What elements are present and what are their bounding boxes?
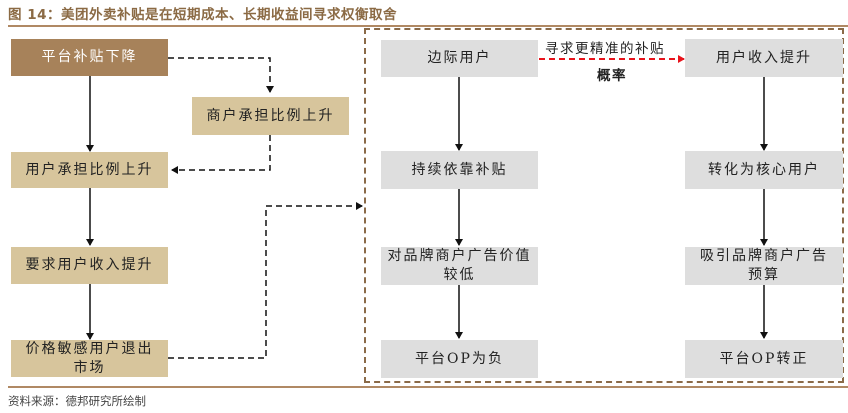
outcome-region	[364, 28, 844, 383]
bottom-rule	[8, 386, 848, 388]
arrow-subsidy-to-merchant	[168, 57, 274, 93]
arrow-label-precise-subsidy: 寻求更精准的补贴	[545, 41, 665, 57]
node-label: 要求用户收入提升	[25, 257, 154, 273]
node-low-ad-value: 对品牌商户广告价值较低	[381, 247, 538, 285]
arrow-label-probability: 概率	[597, 68, 627, 84]
node-label: 平台OP为负	[415, 350, 504, 367]
node-label: 平台补贴下降	[41, 49, 138, 65]
node-label: 对品牌商户广告价值较低	[387, 248, 532, 283]
node-platform-subsidy-down: 平台补贴下降	[11, 39, 168, 76]
node-label: 商户承担比例上升	[206, 107, 335, 124]
node-label: 平台OP转正	[719, 350, 809, 367]
node-label: 持续依靠补贴	[411, 161, 508, 178]
node-op-positive: 平台OP转正	[685, 340, 843, 378]
node-user-income-required: 要求用户收入提升	[11, 247, 168, 284]
top-rule	[8, 25, 848, 27]
node-label: 吸引品牌商户广告预算	[700, 248, 828, 283]
node-label: 边际用户	[427, 50, 492, 66]
node-label: 用户收入提升	[716, 49, 812, 66]
node-user-income-up: 用户收入提升	[685, 39, 843, 77]
node-label: 价格敏感用户退出市场	[25, 340, 154, 376]
node-user-share-up: 用户承担比例上升	[11, 152, 168, 188]
node-marginal-users: 边际用户	[381, 40, 538, 77]
arrow-merchant-to-user-share	[171, 135, 271, 174]
figure-source: 资料来源：德邦研究所绘制	[8, 394, 146, 408]
figure-title: 图 14：美团外卖补贴是在短期成本、长期收益间寻求权衡取舍	[8, 7, 397, 23]
node-become-core-users: 转化为核心用户	[685, 151, 843, 189]
node-attract-ad-budget: 吸引品牌商户广告预算	[685, 247, 843, 285]
arrow-exit-to-outcomes	[168, 202, 363, 359]
node-label: 用户承担比例上升	[25, 161, 154, 178]
node-rely-on-subsidy: 持续依靠补贴	[381, 151, 538, 189]
node-merchant-share-up: 商户承担比例上升	[192, 97, 349, 135]
node-price-sensitive-exit: 价格敏感用户退出市场	[11, 340, 168, 377]
node-op-negative: 平台OP为负	[381, 340, 538, 378]
node-label: 转化为核心用户	[708, 161, 820, 178]
